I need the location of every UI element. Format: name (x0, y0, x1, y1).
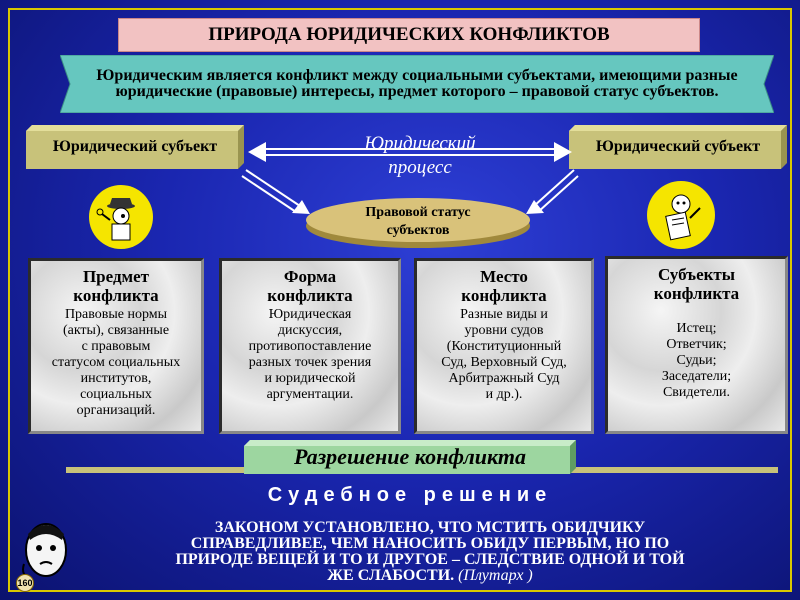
process-label-line2: процесс (388, 157, 452, 178)
card1-line: институтов, (80, 371, 152, 386)
resolution-box: Разрешение конфликта (244, 440, 576, 474)
card4-body: Истец; Ответчик; Судьи; Заседатели; Свид… (608, 321, 785, 401)
slide-title-text: ПРИРОДА ЮРИДИЧЕСКИХ КОНФЛИКТОВ (208, 24, 610, 45)
card2-line: разных точек зрения (248, 355, 372, 370)
status-line2: субъектов (386, 223, 450, 238)
arrowhead-left (248, 142, 266, 162)
writer-cartoon-icon (647, 181, 715, 249)
card-subject-of-conflict: Предмет конфликта Правовые нормы (акты),… (28, 258, 204, 434)
card1-line: Правовые нормы (64, 307, 168, 322)
card2-heading1: Форма (283, 267, 337, 286)
subject-right-shape (569, 125, 787, 169)
arrowhead-status-right (526, 200, 544, 214)
card1-body: Правовые нормы (акты), связанные с право… (31, 307, 201, 419)
card1-line: организаций. (76, 403, 156, 418)
card3-body: Разные виды и уровни судов (Конституцион… (417, 307, 591, 403)
card2-heading2: конфликта (267, 286, 353, 305)
detective-cartoon-icon (89, 185, 153, 249)
court-decision: Судебное решение (267, 484, 553, 506)
card2-line: аргументации. (266, 387, 354, 402)
slide-title: ПРИРОДА ЮРИДИЧЕСКИХ КОНФЛИКТОВ (118, 18, 700, 52)
quote-line4-wrap: ЖЕ СЛАБОСТИ. (Плутарх ) (80, 568, 780, 584)
arrowhead-status-left (292, 200, 310, 214)
quote-author: (Плутарх ) (458, 567, 533, 584)
card3-line: Разные виды и (460, 307, 548, 322)
subject-left-box: Юридический субъект (26, 125, 244, 169)
subject-right-label: Юридический субъект (595, 138, 761, 155)
card3-line: (Конституционный (446, 339, 562, 354)
resolution-shape (244, 440, 576, 474)
card-form-of-conflict: Форма конфликта Юридическая дискуссия, п… (219, 258, 401, 434)
quote-line1: ЗАКОНОМ УСТАНОВЛЕНО, ЧТО МСТИТЬ ОБИДЧИКУ (214, 519, 646, 536)
definition-text: Юридическим является конфликт между соци… (96, 67, 738, 100)
card4-heading2: конфликта (653, 284, 740, 303)
quote-line4: ЖЕ СЛАБОСТИ. (327, 567, 455, 584)
process-label: Юридический процесс (340, 132, 500, 180)
card2-line: и юридической (264, 371, 356, 386)
card3-line: Арбитражный Суд (448, 371, 560, 386)
status-text: Правовой статус субъектов (365, 204, 470, 240)
card1-heading2: конфликта (73, 286, 159, 305)
status-ellipse-shape (306, 198, 530, 248)
card-place-of-conflict: Место конфликта Разные виды и уровни суд… (414, 258, 594, 434)
quote-line3: ПРИРОДЕ ВЕЩЕЙ И ТО И ДРУГОЕ – СЛЕДСТВИЕ … (175, 551, 685, 568)
process-label-line1: Юридический (364, 133, 476, 154)
card4-heading1: Субъекты (657, 265, 736, 284)
page-number: 160 (16, 574, 34, 592)
card4-line: Истец; (676, 321, 717, 336)
card4-line: Свидетели. (662, 385, 731, 400)
card2-line: противопоставление (248, 339, 372, 354)
definition-box: Юридическим является конфликт между соци… (60, 55, 774, 113)
card2-line: дискуссия, (277, 323, 343, 338)
arrowhead-right (554, 142, 572, 162)
card2-line: Юридическая (268, 307, 352, 322)
plutarch-quote: ЗАКОНОМ УСТАНОВЛЕНО, ЧТО МСТИТЬ ОБИДЧИКУ… (80, 520, 780, 584)
thinking-face-icon (22, 523, 67, 581)
card3-heading1: Место (480, 267, 528, 286)
resolution-label: Разрешение конфликта (294, 444, 526, 469)
subject-left-label: Юридический субъект (52, 138, 218, 155)
definition-box-shape (60, 55, 774, 113)
status-line1: Правовой статус (365, 205, 471, 220)
quote-line2: СПРАВЕДЛИВЕЕ, ЧЕМ НАНОСИТЬ ОБИДУ ПЕРВЫМ,… (190, 535, 670, 552)
legal-status-ellipse: Правовой статус субъектов (302, 194, 534, 250)
card1-line: социальных (80, 387, 152, 402)
card2-body: Юридическая дискуссия, противопоставлени… (222, 307, 398, 403)
card1-line: статусом социальных (51, 355, 181, 370)
card4-line: Заседатели; (661, 369, 732, 384)
card1-line: с правовым (81, 339, 151, 354)
card3-line: и др.). (485, 387, 523, 402)
subject-right-box: Юридический субъект (569, 125, 787, 169)
card1-heading1: Предмет (82, 267, 150, 286)
card-subjects-of-conflict: Субъекты конфликта Истец; Ответчик; Судь… (605, 256, 788, 434)
card1-line: (акты), связанные (62, 323, 170, 338)
subject-left-shape (26, 125, 244, 169)
card4-line: Судьи; (676, 353, 717, 368)
card3-heading2: конфликта (461, 286, 547, 305)
card3-line: Суд, Верховный Суд, (441, 355, 567, 370)
card3-line: уровни судов (464, 323, 544, 338)
slide-frame (8, 8, 792, 592)
card4-line: Ответчик; (666, 337, 727, 352)
